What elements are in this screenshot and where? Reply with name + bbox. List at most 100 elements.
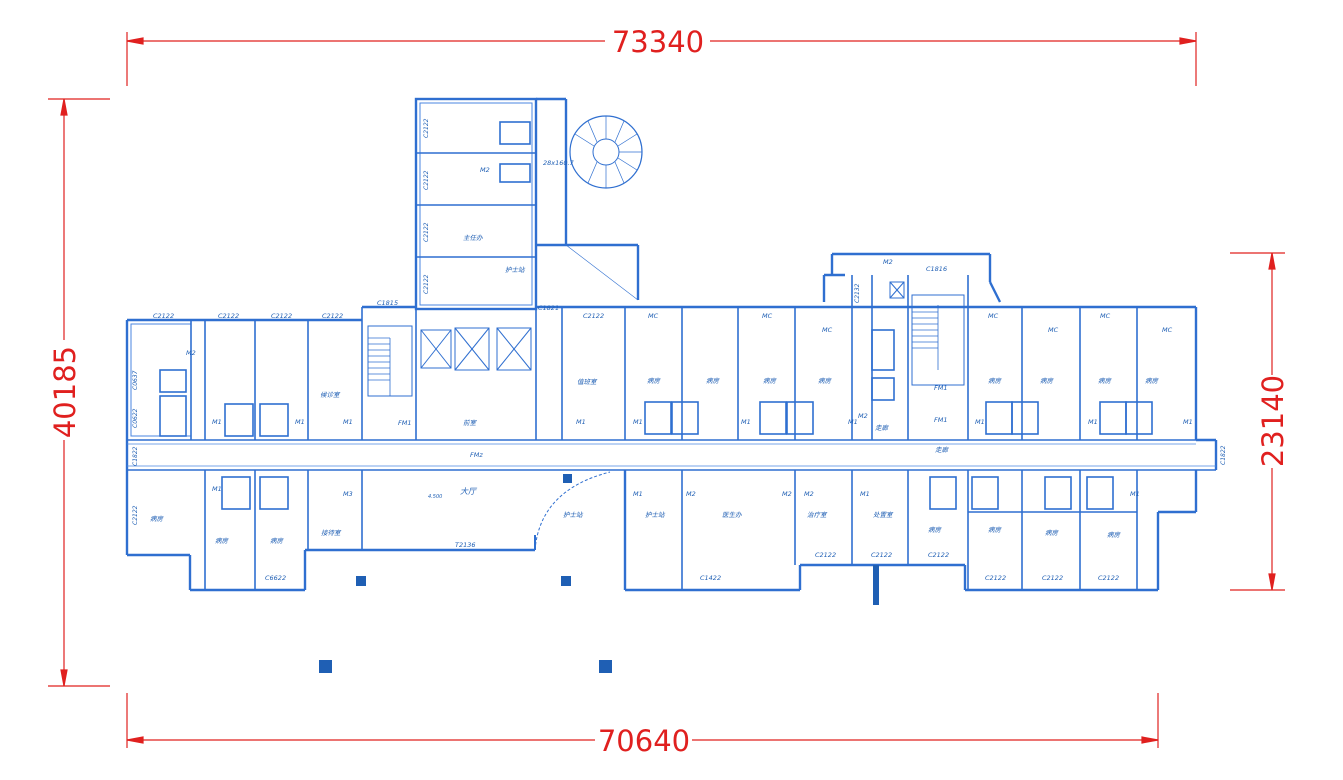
label-corridor-1: 走廊 [935, 446, 950, 454]
label-m1-h: M1 [975, 418, 985, 426]
label-window-n4: C2122 [423, 274, 430, 294]
label-m1-j: M1 [1183, 418, 1193, 426]
label-window-b2: C1422 [700, 574, 721, 582]
label-nurse-station: 护士站 [563, 511, 584, 519]
label-mc-7: MC [1162, 326, 1173, 334]
label-m1-m: M1 [860, 490, 870, 498]
label-mc-2: MC [762, 312, 773, 320]
label-mc-5: MC [1048, 326, 1059, 334]
label-m1-d: M1 [576, 418, 586, 426]
plan-labels: 28x160.7 C2122 C2122 C2122 C2122 C1815 C… [132, 118, 1227, 582]
label-nurse-station-2: 护士站 [645, 511, 666, 519]
label-m1-e: M1 [633, 418, 643, 426]
label-window-n3: C2122 [423, 222, 430, 242]
label-ward-s5: 病房 [988, 526, 1002, 534]
north-rooms [159, 121, 1153, 440]
label-m2-c: M2 [804, 490, 814, 498]
label-window-u8: C2132 [854, 283, 861, 303]
label-window-left1: C1822 [132, 446, 139, 466]
label-ward-n5: 病房 [988, 377, 1002, 385]
label-window-b3: C2122 [815, 551, 836, 559]
dimension-left: 40185 [48, 346, 82, 438]
label-m2-g: M2 [186, 349, 196, 357]
stairs-and-elevators [367, 115, 965, 397]
dimension-bottom: 70640 [598, 724, 690, 758]
label-m2-e: M2 [480, 166, 490, 174]
label-window-u4: C2122 [322, 312, 343, 320]
label-ward-n6: 病房 [1040, 377, 1054, 385]
label-spiral: 28x160.7 [543, 159, 575, 167]
label-window-u7: C1821 [538, 304, 559, 312]
dimension-lines [48, 32, 1285, 748]
label-door-t: T2136 [455, 541, 476, 549]
label-door-fm3: FM1 [934, 416, 947, 424]
label-window-b7: C2122 [1042, 574, 1063, 582]
label-ward-n4: 病房 [818, 377, 832, 385]
label-ward-s3: 病房 [150, 515, 164, 523]
walls [125, 97, 1218, 592]
label-treatment: 治疗室 [807, 511, 828, 519]
label-nurse-north: 护士站 [505, 266, 526, 274]
label-m1-c: M1 [343, 418, 353, 426]
label-m1-i: M1 [1088, 418, 1098, 426]
label-m1-f: M1 [741, 418, 751, 426]
label-window-left2: C2122 [132, 505, 139, 525]
label-window-u6: C2122 [583, 312, 604, 320]
label-window-left4: C0637 [132, 370, 139, 390]
label-waiting: 候诊室 [320, 391, 341, 399]
label-m2-f: M2 [883, 258, 893, 266]
label-m2-b: M2 [782, 490, 792, 498]
label-office: 主任办 [463, 234, 483, 242]
label-m2-d: M2 [858, 412, 868, 420]
label-ward-n7: 病房 [1098, 377, 1112, 385]
label-window-left3: C0622 [132, 408, 139, 428]
label-reception: 接待室 [321, 529, 342, 537]
label-ward-n8: 病房 [1145, 377, 1159, 385]
label-window-u1: C2122 [153, 312, 174, 320]
label-m2-a: M2 [686, 490, 696, 498]
label-duty: 值班室 [577, 378, 598, 386]
label-window-b8: C2122 [1098, 574, 1119, 582]
label-corridor-2: 走廊 [875, 424, 890, 432]
label-mc-3: MC [822, 326, 833, 334]
label-mc-4: MC [988, 312, 999, 320]
label-doctor-office: 医生办 [722, 511, 742, 519]
label-window-u9: C1816 [926, 265, 947, 273]
label-m3-a: M3 [343, 490, 353, 498]
label-disposal: 处置室 [873, 511, 894, 519]
label-m1-l: M1 [633, 490, 643, 498]
label-m1-k: M1 [212, 485, 222, 493]
label-ward-n2: 病房 [706, 377, 720, 385]
label-m1-a: M1 [212, 418, 222, 426]
south-rooms [204, 470, 1138, 590]
label-ward-s4: 病房 [928, 526, 942, 534]
label-door-fmz: FMz [470, 451, 483, 459]
label-lobby-elev: 4.500 [428, 494, 442, 500]
label-mc-1: MC [648, 312, 659, 320]
label-window-n2: C2122 [423, 170, 430, 190]
label-mc-6: MC [1100, 312, 1111, 320]
label-m1-n: M1 [1130, 490, 1140, 498]
label-ward-s6: 病房 [1045, 529, 1059, 537]
label-window-u2: C2122 [218, 312, 239, 320]
label-window-b4: C2122 [871, 551, 892, 559]
label-m1-b: M1 [295, 418, 305, 426]
label-hall-north: 前室 [463, 419, 478, 427]
label-window-n1: C2122 [423, 118, 430, 138]
label-ward-n3: 病房 [763, 377, 777, 385]
label-window-b1: C6622 [265, 574, 286, 582]
label-window-u5: C1815 [377, 299, 398, 307]
label-ward-s2: 病房 [270, 537, 284, 545]
label-window-right: C1822 [1220, 445, 1227, 465]
label-door-fm2: FM1 [934, 384, 947, 392]
label-lobby: 大厅 [460, 487, 478, 496]
dimension-right: 23140 [1256, 375, 1290, 467]
label-ward-s1: 病房 [215, 537, 229, 545]
label-window-u3: C2122 [271, 312, 292, 320]
pillars [319, 474, 879, 673]
label-ward-s7: 病房 [1107, 531, 1121, 539]
label-m1-g: M1 [848, 418, 858, 426]
lobby-curve [534, 471, 611, 551]
label-window-b6: C2122 [985, 574, 1006, 582]
label-door-fm1: FM1 [398, 419, 411, 427]
